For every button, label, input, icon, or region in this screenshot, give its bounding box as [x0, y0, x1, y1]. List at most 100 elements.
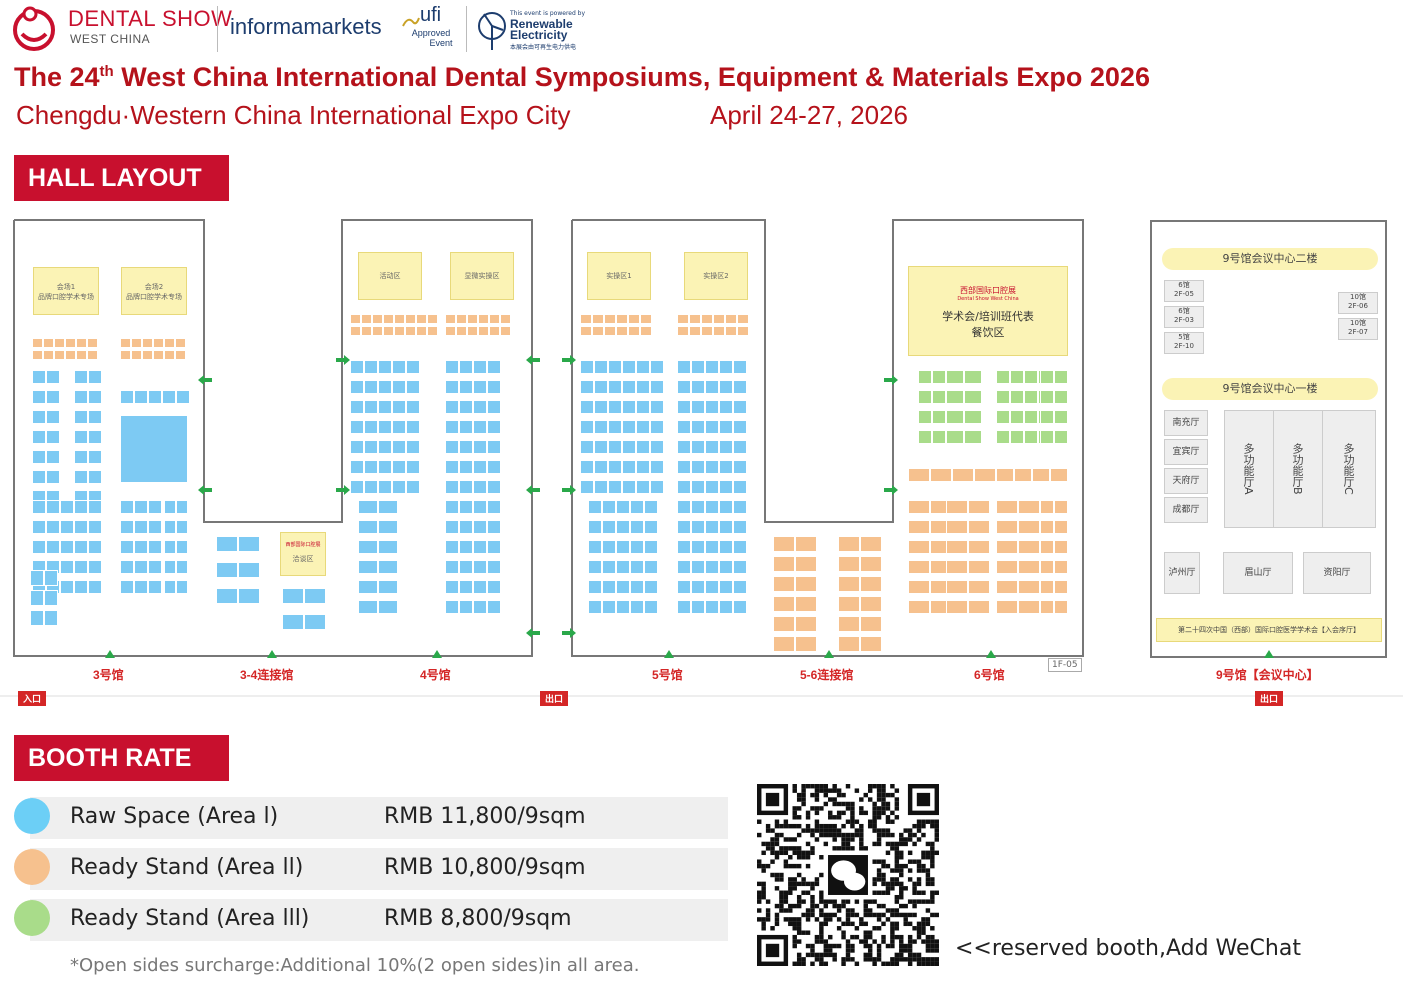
booth — [737, 314, 749, 324]
booth — [719, 360, 733, 374]
booth — [445, 560, 459, 574]
zone-meeting-2-title: 会场2 — [144, 283, 164, 291]
zone-negotiation: 西部国际口腔展 洽谈区 — [280, 532, 326, 576]
ufi-logo: ufi Approved Event — [402, 4, 462, 52]
booth — [908, 468, 930, 482]
booth — [594, 460, 608, 474]
booth — [650, 400, 664, 414]
zone-meeting-2: 会场2 品牌口腔学术专场 — [121, 267, 187, 315]
booth — [1040, 370, 1054, 384]
booth — [946, 580, 968, 594]
zone-dining-line1: 学术会/培训班代表 — [942, 310, 1034, 323]
booth — [131, 338, 142, 348]
hall9-room-yibin: 宜宾厅 — [1164, 439, 1208, 465]
booth-rate-heading: BOOTH RATE — [14, 735, 229, 781]
zone-negotiation-logo: 西部国际口腔展 — [285, 542, 321, 548]
booth — [60, 520, 74, 534]
booth — [473, 500, 487, 514]
booth — [622, 380, 636, 394]
booth — [406, 400, 420, 414]
dental-show-logo-icon — [13, 6, 55, 51]
booth — [74, 450, 88, 464]
booth — [1032, 468, 1050, 482]
booth — [1014, 468, 1032, 482]
booth — [968, 600, 990, 614]
booth — [76, 338, 87, 348]
booth — [594, 400, 608, 414]
rate-name: Ready Stand (Area lll) — [70, 906, 310, 931]
booth — [467, 314, 478, 324]
booth — [120, 540, 134, 554]
booth — [838, 576, 860, 592]
booth — [713, 326, 725, 336]
booth — [580, 360, 594, 374]
booth — [691, 520, 705, 534]
booth — [88, 450, 102, 464]
booth — [588, 500, 602, 514]
booth — [946, 520, 968, 534]
booth — [378, 460, 392, 474]
booth — [588, 600, 602, 614]
booth — [372, 326, 383, 336]
booth — [392, 360, 406, 374]
booth — [616, 314, 628, 324]
booth — [733, 560, 747, 574]
booth — [733, 580, 747, 594]
booth — [487, 440, 501, 454]
renewable-caption-cn: 本展会由可再生电力供电 — [510, 44, 577, 51]
booth — [46, 390, 60, 404]
booth — [1018, 500, 1040, 514]
booth — [650, 480, 664, 494]
hall-9-label: 9号馆【会议中心】 — [1216, 668, 1319, 682]
booth — [932, 430, 946, 444]
booth — [602, 520, 616, 534]
booth — [996, 600, 1018, 614]
hall9-room: 10馆 2F-06 — [1338, 292, 1378, 314]
booth — [473, 360, 487, 374]
booth — [74, 470, 88, 484]
booth — [74, 410, 88, 424]
wechat-qr-code[interactable] — [757, 784, 939, 966]
booth — [487, 500, 501, 514]
booth — [46, 410, 60, 424]
booth — [795, 576, 817, 592]
booth — [719, 520, 733, 534]
booth — [691, 540, 705, 554]
booth — [32, 500, 46, 514]
booth — [1010, 370, 1024, 384]
booth — [216, 588, 238, 604]
booth — [32, 390, 46, 404]
booth — [996, 430, 1010, 444]
booth — [795, 536, 817, 552]
hall-4-label: 4号馆 — [420, 668, 451, 682]
booth — [87, 338, 98, 348]
booth — [361, 326, 372, 336]
booth — [148, 520, 162, 534]
booth — [378, 580, 398, 594]
booth — [677, 560, 691, 574]
zone-meeting-1-sub: 品牌口腔学术专场 — [38, 293, 94, 301]
booth — [46, 520, 60, 534]
booth — [88, 370, 102, 384]
booth — [733, 480, 747, 494]
booth — [996, 370, 1010, 384]
booth — [608, 440, 622, 454]
booth — [918, 370, 932, 384]
booth — [677, 326, 689, 336]
booth — [908, 580, 930, 594]
booth — [445, 580, 459, 594]
booth — [795, 636, 817, 652]
booth — [46, 370, 60, 384]
booth — [32, 450, 46, 464]
booth — [378, 380, 392, 394]
booth — [705, 560, 719, 574]
booth — [394, 314, 405, 324]
booth — [416, 314, 427, 324]
booth — [134, 580, 148, 594]
booth — [1040, 560, 1054, 574]
booth — [996, 560, 1018, 574]
booth — [32, 370, 46, 384]
booth — [164, 500, 176, 514]
booth — [1040, 500, 1054, 514]
booth — [392, 480, 406, 494]
